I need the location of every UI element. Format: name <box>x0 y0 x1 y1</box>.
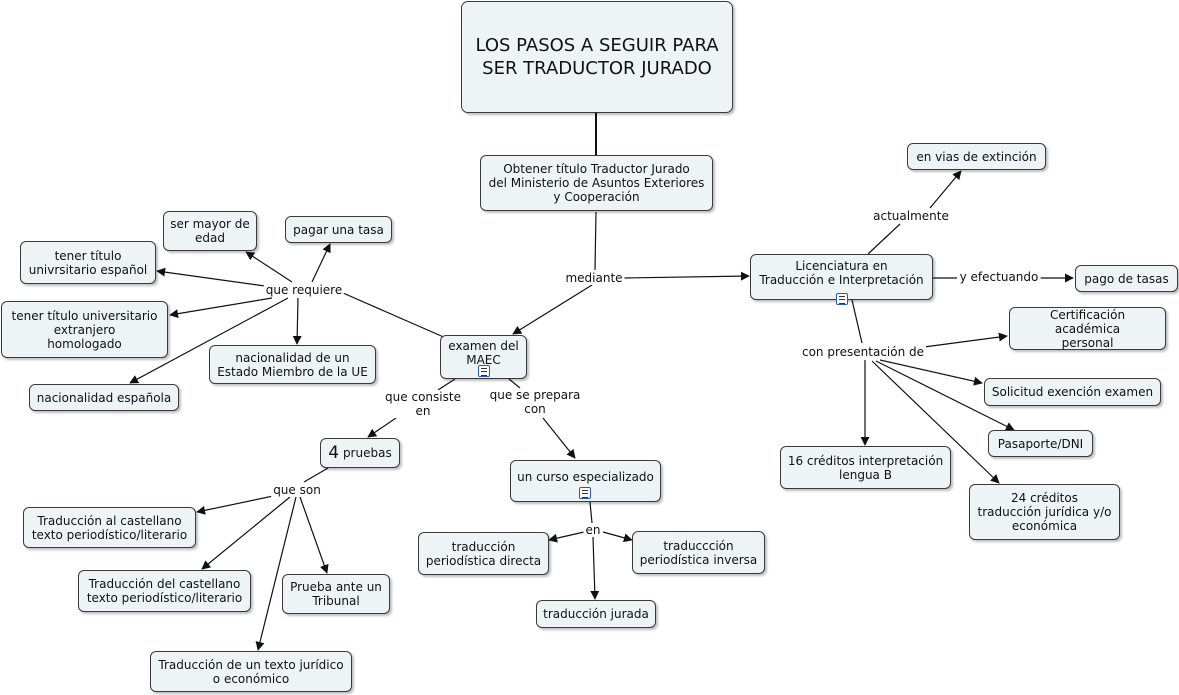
node-licenciatura[interactable]: Licenciatura en Traducción e Interpretac… <box>750 254 933 305</box>
node-pago-tasas[interactable]: pago de tasas <box>1075 265 1178 292</box>
node-examen-maec[interactable]: examen del MAEC <box>440 335 527 379</box>
node-nacionalidad-espanola[interactable]: nacionalidad española <box>29 384 179 411</box>
pruebas-label: pruebas <box>342 446 392 460</box>
node-title[interactable]: LOS PASOS A SEGUIR PARA SER TRADUCTOR JU… <box>461 1 733 113</box>
pruebas-number: 4 <box>328 443 340 463</box>
link-lic-conpresentacion <box>851 299 863 344</box>
link-actualmente-extincion <box>929 170 962 209</box>
link-queconsiste-pruebas <box>367 417 397 438</box>
node-nacionalidad-ue[interactable]: nacionalidad de un Estado Miembro de la … <box>209 345 376 384</box>
node-pagar-tasa[interactable]: pagar una tasa <box>285 216 392 243</box>
node-4-pruebas[interactable]: 4 pruebas <box>320 438 400 468</box>
node-curso-label: un curso especializado <box>517 470 654 484</box>
node-prueba-tribunal[interactable]: Prueba ante un Tribunal <box>282 574 390 614</box>
link-qr-nacue <box>292 297 302 345</box>
link-cp-certificacion <box>923 332 1008 348</box>
link-cp-creditos-jur <box>871 360 1000 484</box>
node-trad-juridico[interactable]: Traducción de un texto jurídico o económ… <box>150 651 352 692</box>
node-curso-especializado[interactable]: un curso especializado <box>510 460 661 502</box>
link-qr-nacesp <box>129 297 289 384</box>
link-mediante-licenciatura <box>622 271 750 281</box>
link-qr-mayor <box>245 251 293 283</box>
link-examen-queprepara <box>508 378 521 389</box>
link-label-y-efectuando[interactable]: y efectuando <box>957 270 1041 284</box>
node-periodistica-inversa[interactable]: traduccción periodística inversa <box>632 531 765 574</box>
node-trad-al-castellano[interactable]: Traducción al castellano texto periodíst… <box>23 507 196 548</box>
link-en-jurada <box>590 536 600 600</box>
link-curso-en <box>589 501 593 524</box>
node-titulo-espanol[interactable]: tener título univrsitario español <box>20 241 156 284</box>
node-16-creditos[interactable]: 16 créditos interpretación lengua B <box>780 446 951 489</box>
node-periodistica-directa[interactable]: traducción periodística directa <box>418 532 549 575</box>
link-en-directa <box>548 531 585 543</box>
link-qs-tradcast <box>196 494 279 515</box>
node-pasaporte[interactable]: Pasaporte/DNI <box>988 430 1093 457</box>
link-examen-queconsiste <box>437 378 456 391</box>
node-obtener-titulo[interactable]: Obtener título Traductor Jurado del Mini… <box>480 155 713 211</box>
link-cp-solicitud <box>879 359 983 386</box>
link-label-que-requiere[interactable]: que requiere <box>263 283 345 297</box>
node-examen-label: examen del MAEC <box>448 339 519 367</box>
link-qs-traddel <box>201 496 291 570</box>
link-qs-tribunal <box>299 496 329 574</box>
link-pruebas-queson <box>303 467 329 483</box>
link-lic-actualmente <box>867 223 901 255</box>
link-mediante-examen <box>512 284 593 335</box>
node-licenciatura-label: Licenciatura en Traducción e Interpretac… <box>759 259 924 287</box>
node-titulo-extranjero[interactable]: tener título universitario extranjero ho… <box>1 301 168 358</box>
resource-icon[interactable] <box>836 293 848 305</box>
link-cp-pasaporte <box>875 360 1015 431</box>
link-en-inversa <box>602 531 633 543</box>
node-en-vias-extincion[interactable]: en vias de extinción <box>907 143 1046 170</box>
link-qr-tituloext <box>169 297 273 319</box>
link-qs-tradjur <box>255 496 297 651</box>
node-solicitud-exencion[interactable]: Solicitud exención examen <box>984 378 1161 406</box>
link-label-que-se-prepara[interactable]: que se prepara con <box>487 388 583 416</box>
link-examen-querequiere <box>342 292 456 343</box>
link-label-mediante[interactable]: mediante <box>563 271 625 285</box>
resource-icon[interactable] <box>579 487 591 499</box>
resource-icon[interactable] <box>478 365 490 377</box>
link-queprepara-curso <box>542 417 576 459</box>
link-label-que-son[interactable]: que son <box>271 483 323 497</box>
node-trad-del-castellano[interactable]: Traducción del castellano texto periodís… <box>78 570 251 612</box>
node-certificacion[interactable]: Certificación académica personal <box>1009 307 1166 350</box>
link-label-que-consiste[interactable]: que consiste en <box>383 390 463 418</box>
link-obtener-mediante <box>594 211 597 271</box>
link-label-con-presentacion[interactable]: con presentación de <box>799 345 927 359</box>
node-ser-mayor-edad[interactable]: ser mayor de edad <box>163 211 257 251</box>
link-label-actualmente[interactable]: actualmente <box>871 209 951 223</box>
node-traduccion-jurada[interactable]: traducción jurada <box>536 600 656 628</box>
link-label-en[interactable]: en <box>583 523 603 537</box>
link-qr-tasa <box>311 243 331 283</box>
node-24-creditos[interactable]: 24 créditos traducción jurídica y/o econ… <box>969 484 1120 540</box>
link-qr-tituloesp <box>156 267 266 287</box>
